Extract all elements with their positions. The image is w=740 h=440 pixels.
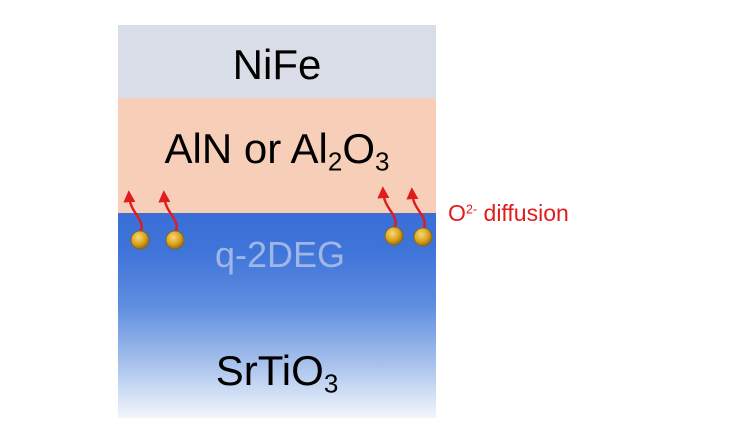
srtio3-substrate	[118, 215, 436, 418]
oxygen-vacancy-dot	[165, 230, 185, 250]
diffusion-arrow-group	[123, 186, 426, 232]
diffusion-label: O2- diffusion	[448, 202, 569, 225]
sto-prefix: SrTiO	[215, 347, 324, 394]
oxygen-vacancy-dot	[130, 230, 150, 250]
oxide-o: O	[342, 125, 376, 172]
sto-sub-3: 3	[323, 368, 339, 399]
oxide-prefix: AlN or Al	[164, 125, 328, 172]
oxygen-vacancy-dot	[384, 226, 404, 246]
q2deg-label: q-2DEG	[214, 234, 346, 275]
diffusion-arrow	[377, 186, 397, 228]
diffusion-arrow	[158, 190, 178, 232]
nife-layer	[118, 25, 436, 98]
diffusion-arrow	[123, 190, 143, 232]
oxygen-vacancy-dot	[413, 227, 433, 247]
oxide-sub-2: 2	[327, 146, 343, 177]
diffusion-word: diffusion	[477, 200, 569, 226]
diffusion-arrow	[406, 187, 426, 229]
nife-label: NiFe	[118, 44, 436, 86]
oxygen-vacancy-group	[130, 226, 433, 250]
oxide-label: AlN or Al2O3	[118, 125, 436, 175]
interface-line	[118, 213, 436, 216]
oxide-sub-3: 3	[375, 146, 390, 177]
nife-text: NiFe	[232, 41, 322, 88]
srtio3-label: SrTiO3	[118, 347, 436, 397]
diffusion-o: O	[448, 200, 466, 226]
diffusion-charge: 2-	[465, 202, 478, 217]
